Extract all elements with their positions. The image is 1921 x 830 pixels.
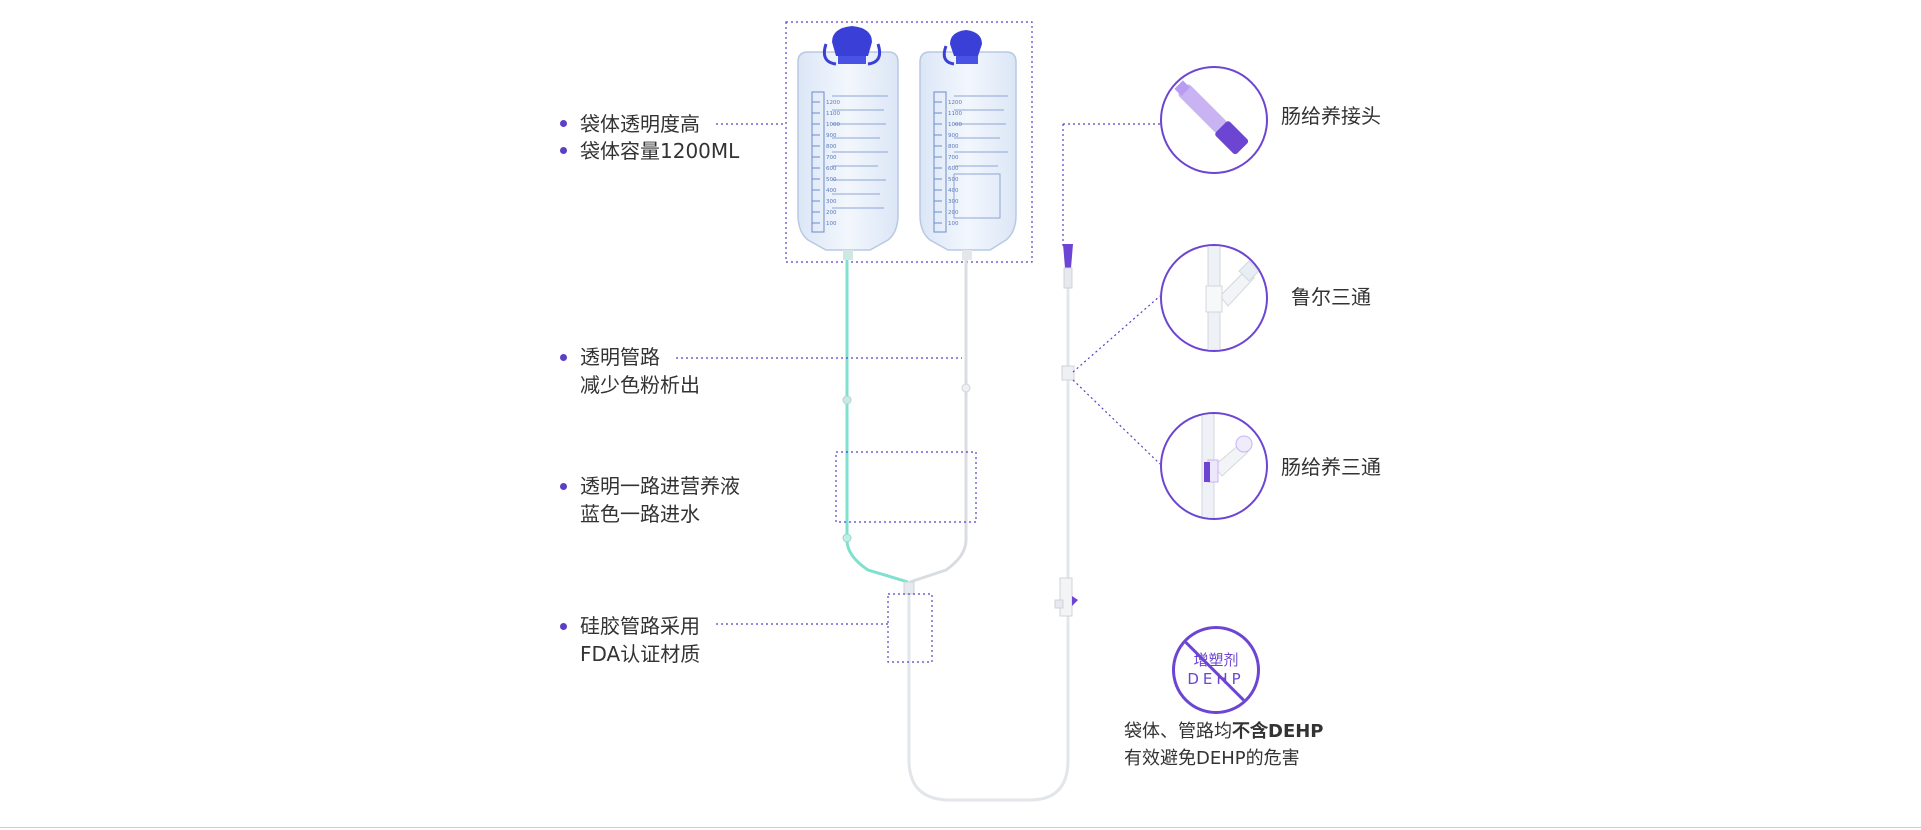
bag-scale-label: 400 <box>948 188 959 194</box>
bag-scale-label: 800 <box>948 144 959 150</box>
bag-highlight-frame <box>785 21 1033 263</box>
green-tube <box>845 260 909 584</box>
enteral-connector-icon <box>1160 66 1268 174</box>
bullet-dot <box>560 354 567 361</box>
bag-scale-label: 100 <box>948 221 959 227</box>
dehp-note-prefix: 袋体、管路均 <box>1124 721 1232 742</box>
feature-silicone-desc: FDA认证材质 <box>580 642 701 666</box>
bag-scale-labels: 1200 1100 1000 900 800 700 600 500 400 300 200 100 <box>948 100 962 227</box>
bag-scale-label: 700 <box>948 155 959 161</box>
bag-scale-label: 1100 <box>948 111 962 117</box>
bag-scale-label: 100 <box>826 221 837 227</box>
bottom-divider <box>0 827 1921 828</box>
feature-transparent-tube-desc: 减少色粉析出 <box>580 373 700 397</box>
part-label-enteral-connector: 肠给养接头 <box>1281 104 1381 128</box>
dehp-note-line1: 袋体、管路均不含DEHP <box>1124 718 1324 745</box>
tube-color-highlight <box>835 451 977 523</box>
bullet-dot <box>560 623 567 630</box>
part-label-enteral-three-way: 肠给养三通 <box>1281 455 1381 479</box>
bullet-dot <box>560 120 567 127</box>
bag-scale-label: 400 <box>826 188 837 194</box>
feature-transparent-tube-title: 透明管路 <box>580 345 660 369</box>
bag-scale-label: 500 <box>948 177 959 183</box>
bullet-dot <box>560 147 567 154</box>
bag-scale-label: 1000 <box>826 122 840 128</box>
part-label-luer-three-way: 鲁尔三通 <box>1291 285 1371 309</box>
feature-dual-line-title: 透明一路进营养液 <box>580 474 740 498</box>
bag-scale-label: 600 <box>948 166 959 172</box>
bag-scale-label: 800 <box>826 144 837 150</box>
bag-scale-label: 1200 <box>948 100 962 106</box>
bag-scale-labels: 1200 1100 1000 900 800 700 600 500 400 300 200 100 <box>826 100 840 227</box>
feature-silicone-title: 硅胶管路采用 <box>580 614 700 638</box>
dehp-note-bold: 不含DEHP <box>1232 721 1324 742</box>
bag-scale-label: 600 <box>826 166 837 172</box>
dehp-note-line2: 有效避免DEHP的危害 <box>1124 748 1300 769</box>
bag-scale-label: 700 <box>826 155 837 161</box>
enteral-three-way-icon <box>1160 412 1268 520</box>
silicone-tube-highlight <box>887 593 933 663</box>
dehp-badge-line1: 增塑剂 <box>1193 651 1239 669</box>
feature-bag-transparency: 袋体透明度高 <box>580 112 700 136</box>
bag-scale-label: 1100 <box>826 111 840 117</box>
bag-scale-label: 300 <box>948 199 959 205</box>
bag-scale-label: 1200 <box>826 100 840 106</box>
feeding-bag-right <box>919 30 1017 260</box>
no-dehp-badge: 增塑剂 DEHP <box>1172 626 1260 714</box>
bag-scale-label: 900 <box>948 133 959 139</box>
bag-scale-label: 200 <box>948 210 959 216</box>
feeding-bag-left <box>797 26 899 260</box>
bullet-dot <box>560 483 567 490</box>
bag-scale-label: 900 <box>826 133 837 139</box>
main-tube <box>907 250 1070 802</box>
feature-dual-line-desc: 蓝色一路进水 <box>580 502 700 526</box>
clear-tube <box>909 260 968 584</box>
feature-bag-capacity: 袋体容量1200ML <box>580 139 740 163</box>
bag-scale-label: 1000 <box>948 122 962 128</box>
luer-three-way-icon <box>1160 244 1268 352</box>
bag-scale-label: 200 <box>826 210 837 216</box>
bag-scale-label: 500 <box>826 177 837 183</box>
bag-scale-label: 300 <box>826 199 837 205</box>
